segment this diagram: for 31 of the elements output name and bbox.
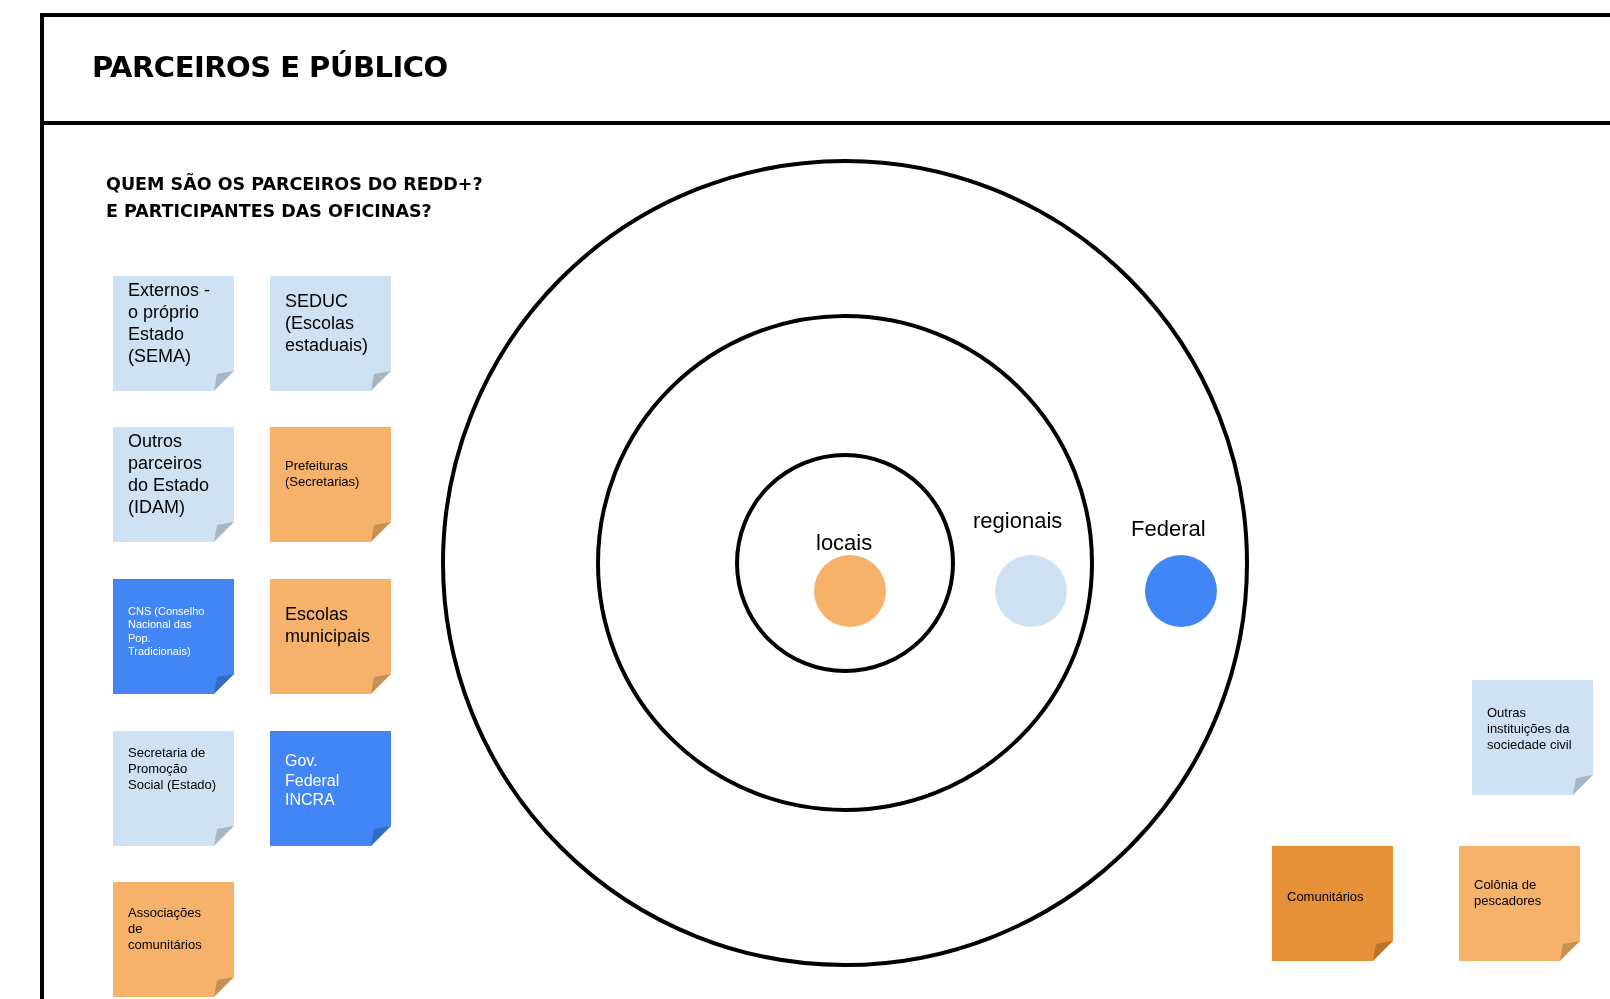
sticky-note [113, 731, 234, 846]
sticky-note [113, 276, 234, 391]
note-text: CNS (Conselho Nacional das Pop. Tradicionais) [128, 605, 206, 659]
note-text: SEDUC (Escolas estaduais) [285, 291, 370, 357]
sticky-note [270, 731, 391, 846]
sticky-note [270, 276, 391, 391]
note-text: Gov. Federal INCRA [285, 751, 341, 810]
sticky-note [1272, 846, 1393, 961]
sticky-note [1472, 680, 1593, 795]
note-text: Secretaria de Promoção Social (Estado) [128, 745, 218, 793]
title: PARCEIROS E PÚBLICO [92, 50, 448, 84]
ring-label: regionais [973, 508, 1063, 534]
note-text: Colônia de pescadores [1474, 877, 1543, 909]
subtitle: QUEM SÃO OS PARCEIROS DO REDD+? E PARTICIPANTES DAS OFICINAS? [106, 172, 484, 223]
ring [735, 453, 955, 673]
sticky-note [113, 882, 234, 997]
sticky-note [113, 579, 234, 694]
note-text: Externos - o próprio Estado (SEMA) [128, 280, 212, 368]
note-text: Outras instituições da sociedade civil [1487, 705, 1573, 753]
note-text: Prefeituras (Secretarias) [285, 458, 361, 490]
ring [596, 314, 1094, 812]
note-text: Outros parceiros do Estado (IDAM) [128, 431, 211, 519]
sticky-note [270, 427, 391, 542]
sticky-note [1459, 846, 1580, 961]
ring-label: Federal [1131, 516, 1206, 542]
sticky-note [113, 427, 234, 542]
note-text: Associações de comunitários [128, 905, 203, 953]
note-text: Escolas municipais [285, 604, 372, 648]
sticky-note [270, 579, 391, 694]
note-text: Comunitários [1287, 889, 1365, 905]
ring-label: locais [816, 530, 873, 556]
